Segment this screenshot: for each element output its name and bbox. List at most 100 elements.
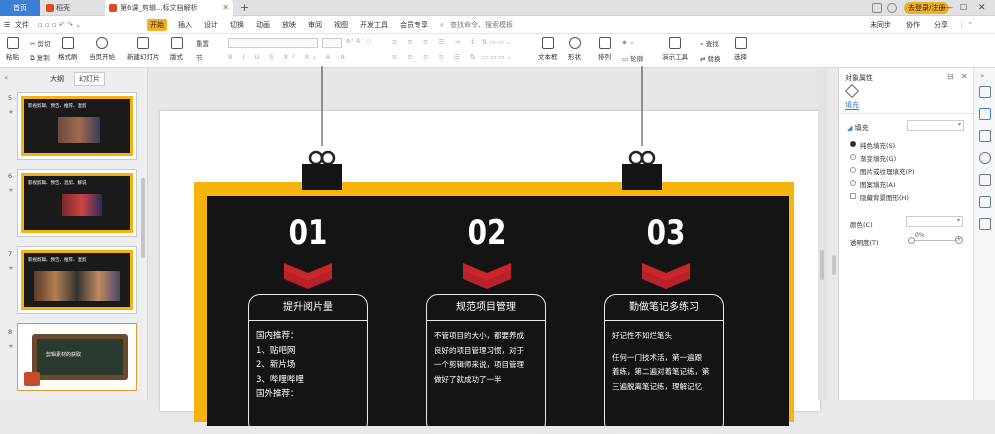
help-icon[interactable]	[979, 218, 991, 230]
tab-document[interactable]: 第6课_剪辑...标文档解析 ✕	[105, 0, 233, 16]
transparency-slider[interactable]	[911, 240, 957, 241]
option-gradient-fill[interactable]: 渐变填充(G)	[860, 155, 897, 163]
copy-button[interactable]: ⧉ 复制	[30, 54, 50, 62]
section-button[interactable]: 节	[196, 52, 203, 62]
menu-developer[interactable]: 开发工具	[360, 21, 388, 29]
share-panel-icon[interactable]	[979, 196, 991, 208]
menu-insert[interactable]: 插入	[178, 21, 192, 29]
menu-file[interactable]: 文件	[15, 21, 29, 29]
text-box-button[interactable]: 文本框	[538, 37, 558, 61]
radio-gradient-fill[interactable]	[850, 154, 856, 160]
slider-handle[interactable]	[908, 237, 915, 244]
tab-slides[interactable]: 幻灯片	[74, 72, 105, 86]
outline-button[interactable]: ▭ 轮廓	[622, 55, 644, 63]
sync-status[interactable]: 未同步	[870, 21, 891, 29]
tab-fill[interactable]: 填充	[845, 101, 859, 109]
option-pattern-fill[interactable]: 图案填充(A)	[860, 181, 896, 189]
pin-icon[interactable]: ⊟	[947, 72, 954, 81]
maximize-icon[interactable]: ☐	[960, 3, 968, 12]
cut-button[interactable]: ✂ 剪切	[30, 40, 51, 48]
replace-button[interactable]: ⇄ 替换	[700, 55, 721, 63]
tab-outline[interactable]: 大纲	[50, 75, 64, 83]
format-painter-button[interactable]: 格式刷	[58, 37, 78, 61]
chevron-arrows	[284, 263, 690, 289]
tab-docer[interactable]: 稻壳	[43, 0, 101, 16]
menu-animation[interactable]: 动画	[256, 21, 270, 29]
transition-icon[interactable]	[979, 152, 991, 164]
fill-button[interactable]: ◈ ⌄	[622, 38, 635, 46]
slide-canvas: 01 02 03 提升阅片量 国内推荐： 1、贴吧网 2、新片场 3、哔哩哔哩 …	[148, 66, 828, 434]
font-size-select[interactable]	[322, 38, 342, 48]
menu-design[interactable]: 设计	[204, 21, 218, 29]
menu-transition[interactable]: 切换	[230, 21, 244, 29]
cut-label: 剪切	[37, 40, 51, 48]
login-button[interactable]: 去登录/注册	[904, 2, 950, 14]
panel-scrollbar[interactable]	[141, 178, 145, 258]
share-button[interactable]: 分享	[934, 21, 948, 29]
animation-icon[interactable]	[979, 130, 991, 142]
more-icon[interactable]: ⋮ ⌃	[958, 21, 974, 29]
slide-thumbnail[interactable]: 影视剪辑、预告、混剪、解说	[17, 169, 137, 237]
new-tab-icon[interactable]: +	[240, 1, 250, 14]
menu-bar: ☰ 文件 ▫ ▫ ▫ ↶ ↷ ⌄ 开始 插入 设计 切换 动画 放映 审阅 视图…	[0, 16, 995, 34]
pane-scrollbar[interactable]	[832, 255, 836, 275]
window-close-icon[interactable]: ✕	[978, 3, 986, 13]
select-button[interactable]: 选择	[734, 37, 747, 61]
reset-button[interactable]: 重置	[196, 38, 209, 48]
paragraph-icons[interactable]: ≡ ≡ ≡ ☰ ⇥ ↕	[392, 38, 480, 46]
quick-access-icons[interactable]: ▫ ▫ ▫ ↶ ↷ ⌄	[38, 21, 81, 29]
paste-button[interactable]: 粘贴	[6, 37, 19, 61]
fill-section-toggle[interactable]: ◢ 填充	[847, 124, 869, 132]
smart-art-select[interactable]: ▭ ▭ ▭ ⌄	[482, 53, 513, 61]
backup-icon[interactable]	[979, 174, 991, 186]
arrange-button[interactable]: 排列	[598, 37, 611, 61]
menu-home[interactable]: 开始	[147, 19, 167, 31]
star-icon: ★	[8, 342, 14, 350]
fill-type-select[interactable]: ▾	[907, 120, 964, 131]
canvas-scrollbar[interactable]	[818, 70, 826, 400]
checkbox-hide-bg[interactable]	[850, 193, 856, 199]
color-select[interactable]: ▾	[906, 216, 963, 227]
menu-member[interactable]: 会员专享	[400, 21, 428, 29]
radio-solid-fill[interactable]	[850, 141, 856, 147]
menu-slideshow[interactable]: 放映	[282, 21, 296, 29]
collaborate-button[interactable]: 协作	[906, 21, 920, 29]
tab-home[interactable]: 首页	[0, 0, 40, 16]
font-style-icons[interactable]: B I U S X² X₂ A A	[228, 53, 349, 61]
presenter-tools-button[interactable]: 演示工具	[662, 37, 688, 61]
find-button[interactable]: ⌕ 查找	[700, 40, 719, 48]
properties-icon[interactable]	[979, 108, 991, 120]
menu-icon[interactable]: ☰	[4, 21, 11, 29]
collapse-panel-icon[interactable]: «	[4, 74, 9, 82]
new-slide-button[interactable]: 新建幻灯片	[127, 37, 160, 61]
tab-close-icon[interactable]: ✕	[222, 3, 229, 12]
option-hide-bg[interactable]: 隐藏背景图形(H)	[860, 194, 909, 202]
window-layout-icon[interactable]	[872, 3, 882, 13]
slide-thumbnail[interactable]: 剪辑素材的获取	[17, 323, 137, 391]
slide-thumbnail[interactable]: 影视剪辑、预告、推荐、混剪	[17, 92, 137, 160]
menu-view[interactable]: 视图	[334, 21, 348, 29]
font-name-select[interactable]	[228, 38, 318, 48]
layout-button[interactable]: 版式	[170, 37, 183, 61]
radio-pattern-fill[interactable]	[850, 180, 856, 186]
align-icons[interactable]: ≡ ≡ ≡ ≡ ☰ ⇅	[392, 53, 480, 61]
skin-icon[interactable]	[887, 3, 897, 13]
expand-icon[interactable]: »	[980, 72, 985, 80]
from-current-button[interactable]: 当页开始	[89, 37, 115, 61]
slide-thumbnail[interactable]: 影视剪辑、预告、推荐、混剪	[17, 246, 137, 314]
minimize-icon[interactable]: —	[944, 3, 953, 13]
command-search-input[interactable]: 查找命令、搜索模板	[450, 21, 513, 29]
option-picture-fill[interactable]: 图片或纹理填充(P)	[860, 168, 915, 176]
increase-icon[interactable]: +	[955, 236, 963, 244]
fill-bucket-icon[interactable]	[844, 83, 860, 99]
text-direction-select[interactable]: ⇅ ▭ ▭ ⌄	[482, 38, 512, 46]
menu-review[interactable]: 审阅	[308, 21, 322, 29]
shape-button[interactable]: 形状	[568, 37, 581, 61]
slide[interactable]: 01 02 03 提升阅片量 国内推荐： 1、贴吧网 2、新片场 3、哔哩哔哩 …	[160, 66, 820, 434]
radio-picture-fill[interactable]	[850, 167, 856, 173]
font-grow-icon[interactable]: A⁺ A⁻ ◇	[346, 37, 371, 45]
option-solid-fill[interactable]: 纯色填充(S)	[860, 142, 896, 150]
select-tool-icon[interactable]	[979, 86, 991, 98]
pane-close-icon[interactable]: ✕	[961, 72, 968, 81]
title-tab-bar: 首页 稻壳 第6课_剪辑...标文档解析 ✕ + 去登录/注册 — ☐ ✕	[0, 0, 995, 16]
